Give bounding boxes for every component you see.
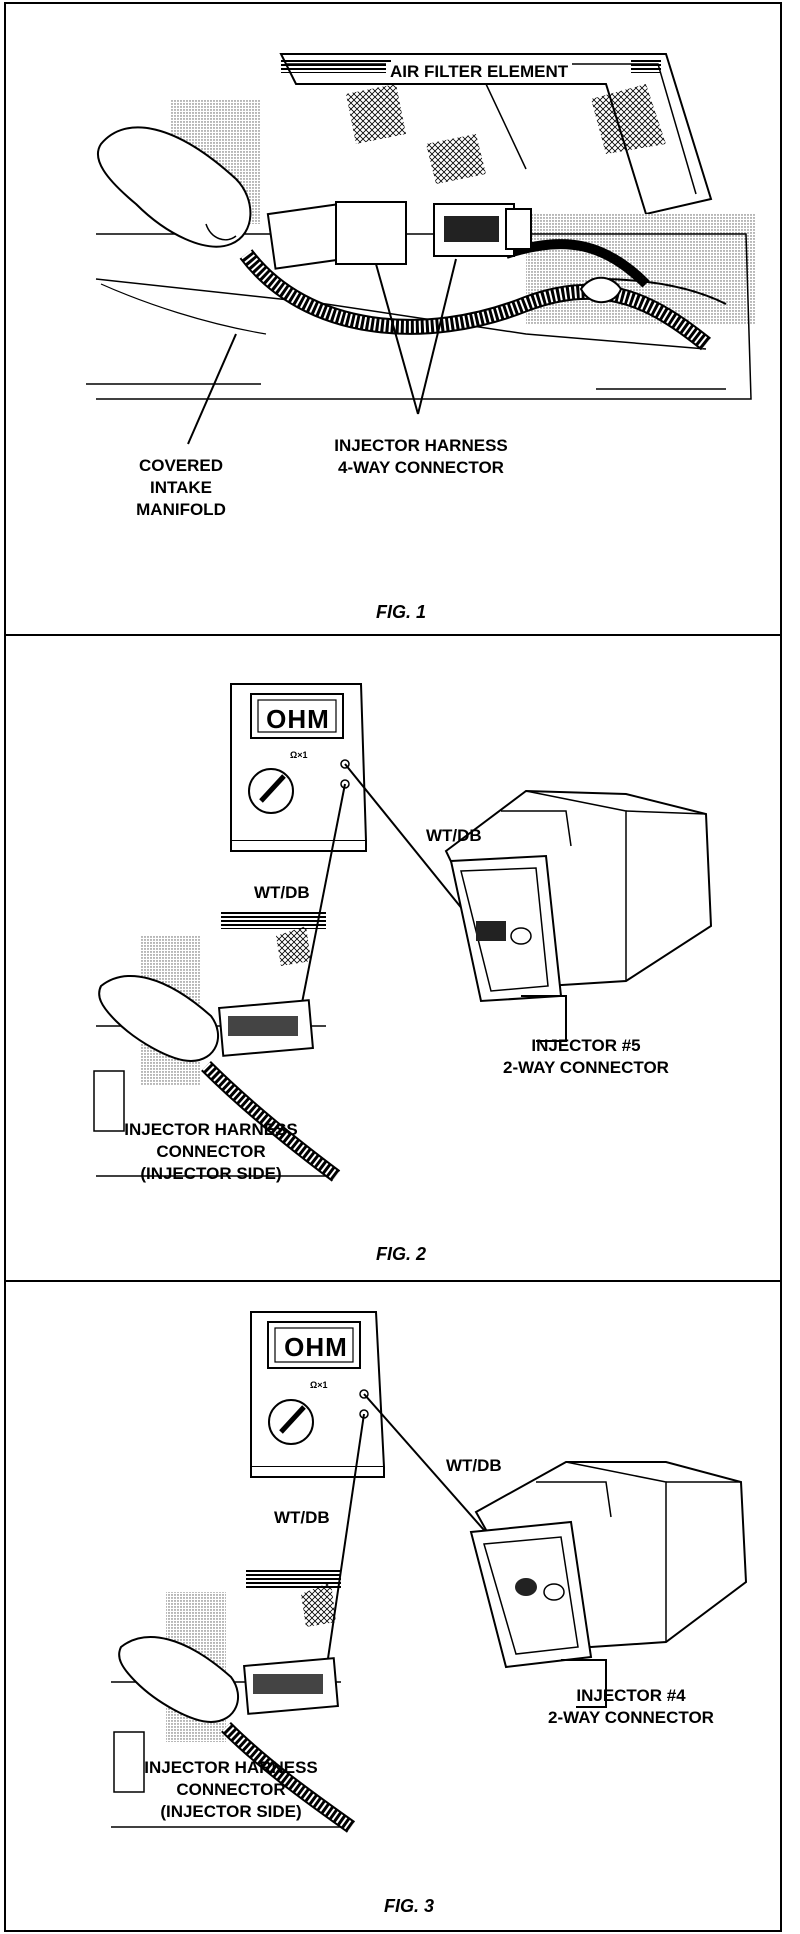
harness-connector-label-line2: 4-WAY CONNECTOR [338, 458, 504, 477]
ohmmeter-display: OHM [266, 704, 330, 734]
lead-lower-label: WT/DB [274, 1508, 330, 1527]
manifold-label-line3: MANIFOLD [136, 500, 226, 519]
figure-3-panel: OHM Ω×1 WT/DB WT/DB INJECTOR #4 2-WAY CO… [4, 1282, 782, 1932]
hand-fingers [96, 126, 727, 305]
manifold-label-line2: INTAKE [149, 478, 212, 497]
leader-lines [187, 258, 457, 445]
injector-label-line1: INJECTOR #5 [531, 1036, 641, 1055]
ohmmeter-range: Ω×1 [310, 1380, 328, 1390]
harness-connector-inset [93, 911, 341, 1182]
ohmmeter-display: OHM [284, 1332, 348, 1362]
ohmmeter [230, 683, 368, 852]
injector-label-line2: 2-WAY CONNECTOR [548, 1708, 714, 1727]
figure-2-panel: OHM Ω×1 WT/DB WT/DB INJECTOR #5 2-WAY CO… [4, 636, 782, 1282]
harness-connector-label-line1: INJECTOR HARNESS [334, 436, 508, 455]
figure-3-caption: FIG. 3 [384, 1896, 435, 1916]
probe-leads [300, 763, 477, 1009]
harness-label-line1: INJECTOR HARNESS [144, 1758, 318, 1777]
figure-1-caption: FIG. 1 [376, 602, 427, 622]
figure-2-caption: FIG. 2 [376, 1244, 427, 1264]
injector-label-line2: 2-WAY CONNECTOR [503, 1058, 669, 1077]
harness-label-line3: (INJECTOR SIDE) [140, 1164, 282, 1183]
lead-lower-label: WT/DB [254, 883, 310, 902]
injector-2-way-connector [469, 1461, 748, 1708]
figure-3-illustration [111, 1311, 748, 1833]
figure-1-illustration [86, 53, 756, 445]
harness-connector-inset [111, 1570, 356, 1833]
ohmmeter-range: Ω×1 [290, 750, 308, 760]
air-filter-element [279, 53, 713, 216]
figure-1-panel: AIR FILTER ELEMENT INJECTOR HARNESS 4-WA… [4, 2, 782, 636]
harness-label-line1: INJECTOR HARNESS [124, 1120, 298, 1139]
harness-label-line2: CONNECTOR [176, 1780, 286, 1799]
lead-upper-label: WT/DB [426, 826, 482, 845]
harness-connector-pair [266, 201, 532, 270]
injector-2-way-connector [444, 789, 713, 1042]
harness-label-line3: (INJECTOR SIDE) [160, 1802, 302, 1821]
injector-label-line1: INJECTOR #4 [576, 1686, 686, 1705]
air-filter-label: AIR FILTER ELEMENT [386, 62, 573, 82]
figure-2-illustration [93, 683, 713, 1182]
lead-upper-label: WT/DB [446, 1456, 502, 1475]
ohmmeter [250, 1311, 386, 1478]
manifold-label-line1: COVERED [138, 456, 224, 475]
harness-label-line2: CONNECTOR [156, 1142, 266, 1161]
